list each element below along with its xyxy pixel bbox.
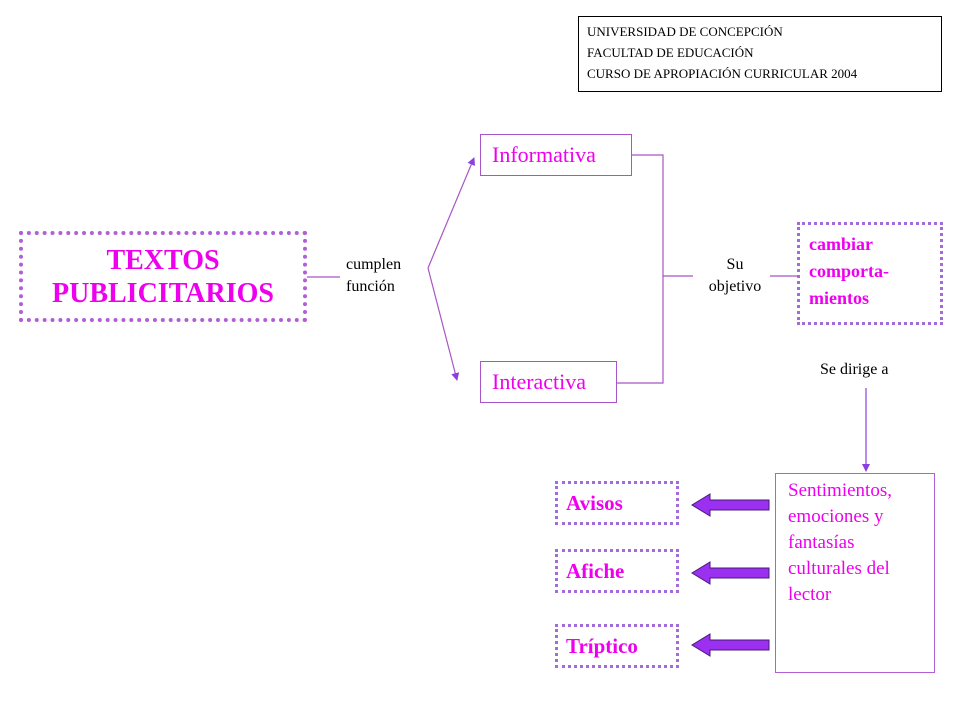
main-concept-line2: PUBLICITARIOS	[52, 277, 274, 309]
institution-header: UNIVERSIDAD DE CONCEPCIÓN FACULTAD DE ED…	[578, 16, 942, 92]
audience-line: fantasías	[788, 532, 855, 553]
link-label-directed: Se dirige a	[820, 361, 889, 378]
main-concept-line1: TEXTOS	[106, 244, 220, 276]
link-label-objective-line1: Su	[726, 256, 744, 273]
text-type-afiche: Afiche	[555, 549, 679, 593]
arrow-to-informativa	[427, 157, 475, 269]
header-line-university: UNIVERSIDAD DE CONCEPCIÓN	[587, 24, 783, 39]
link-label-function-line2: función	[346, 278, 395, 295]
goal-box: cambiar comporta- mientos	[797, 222, 943, 325]
text-type-avisos: Avisos	[555, 481, 679, 525]
link-label-objective: Su objetivo	[697, 254, 773, 298]
bracket-functions	[617, 154, 664, 384]
block-arrow-to-triptico	[691, 633, 770, 657]
link-label-function: cumplen función	[346, 254, 401, 298]
goal-line: comporta-	[809, 261, 889, 281]
block-arrow-to-afiche	[691, 561, 770, 585]
audience-line: lector	[788, 584, 832, 605]
goal-line: cambiar	[809, 234, 873, 254]
arrow-to-interactiva	[427, 267, 460, 381]
audience-line: emociones y	[788, 506, 884, 527]
main-concept-box: TEXTOS PUBLICITARIOS	[19, 231, 307, 322]
block-arrow-to-avisos	[691, 493, 770, 517]
audience-line: culturales del	[788, 558, 890, 579]
audience-line: Sentimientos,	[788, 480, 892, 501]
function-box-interactiva: Interactiva	[480, 361, 617, 403]
text-type-triptico: Tríptico	[555, 624, 679, 668]
audience-box: Sentimientos, emociones y fantasías cult…	[775, 473, 935, 673]
function-box-informativa: Informativa	[480, 134, 632, 176]
goal-line: mientos	[809, 288, 869, 308]
link-label-objective-line2: objetivo	[708, 278, 762, 295]
header-line-course: CURSO DE APROPIACIÓN CURRICULAR 2004	[587, 66, 858, 81]
header-line-faculty: FACULTAD DE EDUCACIÓN	[587, 45, 754, 60]
link-label-function-line1: cumplen	[346, 256, 402, 273]
